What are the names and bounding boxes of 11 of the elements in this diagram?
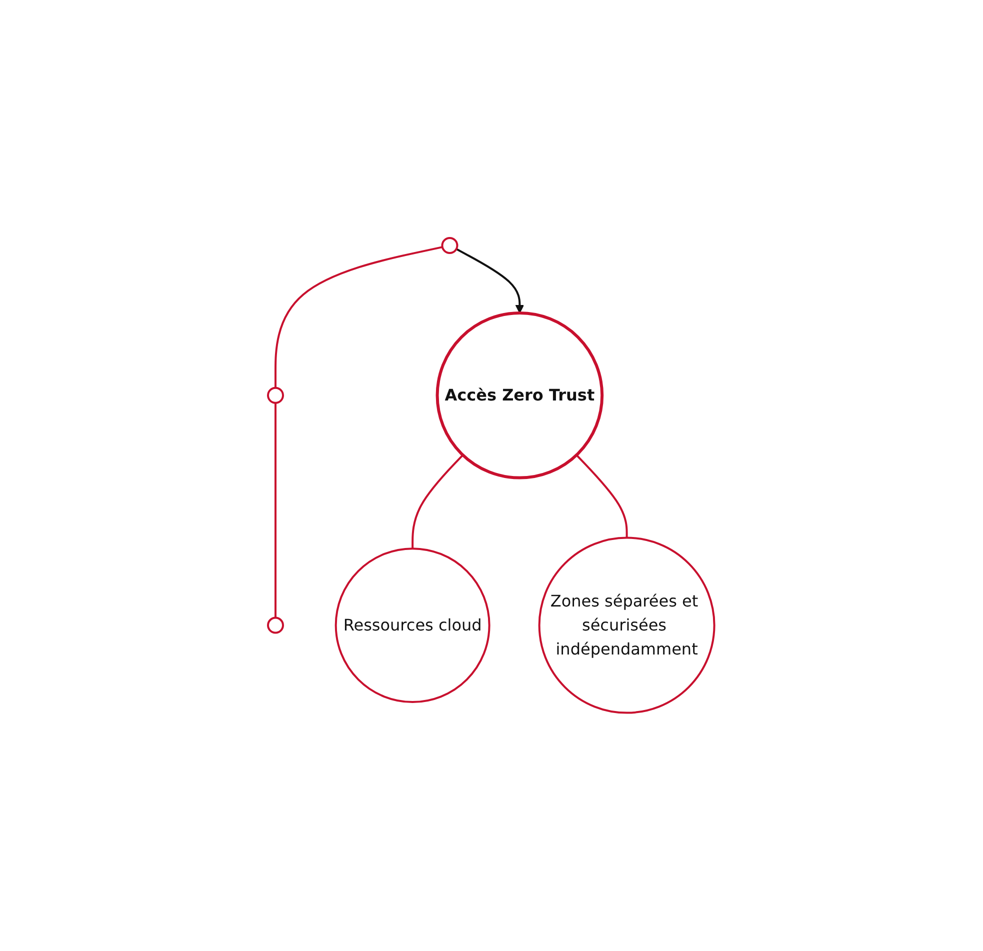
node-circle: Accès Zero Trust — [436, 312, 604, 480]
connector — [274, 246, 443, 388]
connector — [576, 454, 628, 538]
connector — [274, 403, 277, 618]
node-circle — [442, 237, 459, 254]
connector — [412, 454, 464, 549]
node-circle: Zones séparées et sécurisées indépendamment — [538, 536, 716, 714]
node-circle — [267, 387, 284, 404]
arrow — [456, 248, 524, 314]
node-circle — [267, 616, 284, 634]
node-circle: Ressources cloud — [335, 548, 491, 704]
